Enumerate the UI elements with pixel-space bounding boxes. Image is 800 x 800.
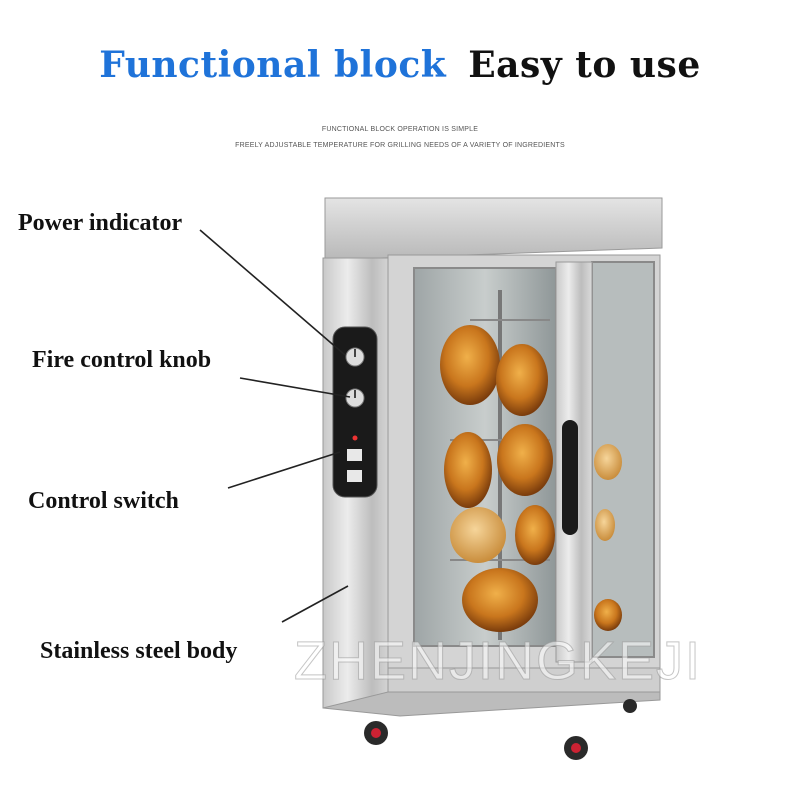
headline-functional-block: Functional block <box>99 44 447 86</box>
control-switch-icon <box>347 449 362 461</box>
callout-stainless-steel-body: Stainless steel body <box>40 638 238 664</box>
callout-control-switch: Control switch <box>28 488 179 514</box>
callout-leader-lines <box>199 229 351 623</box>
control-switch-icon-2 <box>347 470 362 482</box>
power-indicator-icon <box>352 435 358 441</box>
watermark: ZHENJINGKEJI <box>293 631 703 692</box>
control-panel <box>332 326 378 498</box>
subheading-line-2: FREELY ADJUSTABLE TEMPERATURE FOR GRILLI… <box>235 142 565 149</box>
callout-power-indicator: Power indicator <box>18 210 183 236</box>
headline: Functional block Easy to use <box>0 44 800 86</box>
subheading-line-1: FUNCTIONAL BLOCK OPERATION IS SIMPLE <box>321 126 479 133</box>
oven-top-panel <box>324 197 663 261</box>
headline-easy-to-use: Easy to use <box>468 44 701 86</box>
roast-chickens <box>440 325 622 632</box>
caster-wheel-icon <box>364 699 637 760</box>
door-handle-icon <box>562 420 578 535</box>
callout-fire-control-knob: Fire control knob <box>32 347 212 373</box>
